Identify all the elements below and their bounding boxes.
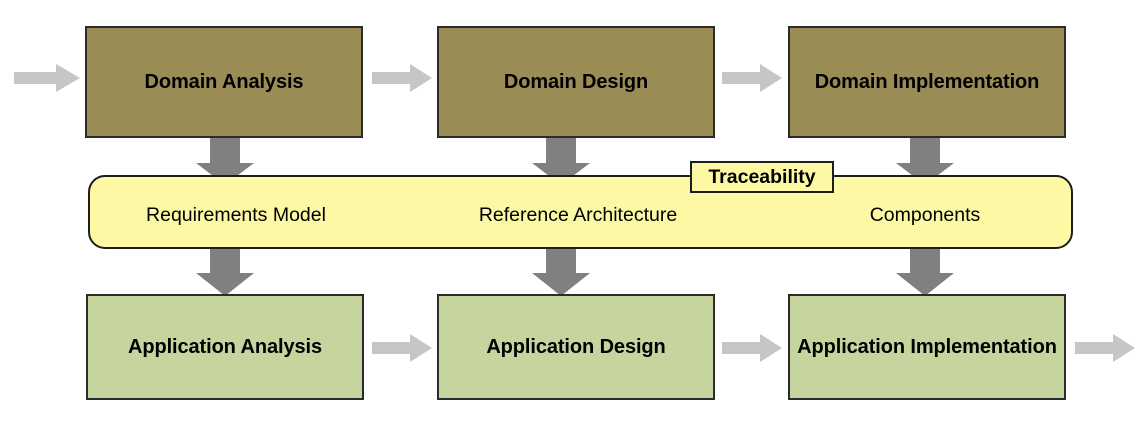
box-domain-design[interactable]: Domain Design (437, 26, 715, 138)
box-domain-implementation[interactable]: Domain Implementation (788, 26, 1066, 138)
box-domain-analysis[interactable]: Domain Analysis (85, 26, 363, 138)
arrow-components-to-application-implementation (896, 246, 954, 296)
arrow-domain-analysis-to-requirements-model (196, 137, 254, 185)
traceability-band (88, 175, 1073, 249)
box-application-design[interactable]: Application Design (437, 294, 715, 400)
arrow-reference-architecture-to-application-design (532, 246, 590, 296)
arrow-domain-design-to-reference-architecture (532, 137, 590, 185)
artifact-requirements-model: Requirements Model (146, 204, 326, 226)
arrow-domain-design-to-domain-implementation (722, 64, 782, 92)
traceability-callout: Traceability (690, 161, 834, 193)
arrow-domain-analysis-to-domain-design (372, 64, 432, 92)
arrow-domain-implementation-to-components (896, 137, 954, 185)
artifact-components: Components (869, 204, 981, 226)
arrow-application-design-to-application-implementation (722, 334, 782, 362)
entry-arrow (14, 64, 80, 92)
exit-arrow (1075, 334, 1135, 362)
arrow-application-analysis-to-application-design (372, 334, 432, 362)
box-application-analysis[interactable]: Application Analysis (86, 294, 364, 400)
box-application-implementation[interactable]: Application Implementation (788, 294, 1066, 400)
arrow-requirements-model-to-application-analysis (196, 246, 254, 296)
artifact-reference-architecture: Reference Architecture (478, 204, 678, 226)
